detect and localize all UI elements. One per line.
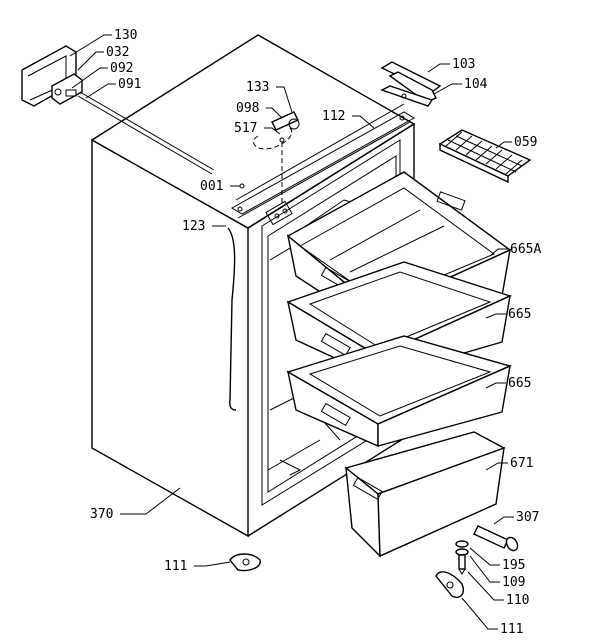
label-123: 123 — [182, 219, 205, 234]
foot-111-right — [435, 571, 464, 598]
lamp-housing — [21, 45, 83, 107]
foot-111-left — [229, 553, 261, 572]
label-059: 059 — [514, 135, 537, 150]
label-370: 370 — [90, 507, 113, 522]
label-665-lower: 665 — [508, 376, 531, 391]
drawer-665-lower — [286, 335, 513, 448]
label-112: 112 — [322, 109, 345, 124]
door-handle — [227, 227, 237, 411]
ice-tray — [438, 129, 532, 184]
label-104: 104 — [464, 77, 488, 92]
label-130: 130 — [114, 28, 137, 43]
part-labels: 130 032 092 091 103 104 133 098 517 112 … — [90, 28, 541, 637]
tube-307 — [473, 525, 519, 552]
label-111-right: 111 — [500, 622, 523, 637]
label-195: 195 — [502, 558, 525, 573]
label-665-upper: 665 — [508, 307, 531, 322]
rod-091 — [77, 91, 215, 175]
drawer-671 — [344, 431, 506, 558]
label-517: 517 — [234, 121, 257, 136]
hinge-pin-assembly — [455, 540, 469, 575]
hinge-104 — [380, 85, 434, 107]
label-091: 091 — [118, 77, 141, 92]
label-110: 110 — [506, 593, 529, 608]
label-665A: 665A — [510, 242, 541, 257]
label-307: 307 — [516, 510, 539, 525]
leader-lines — [69, 34, 514, 630]
label-671: 671 — [510, 456, 533, 471]
label-103: 103 — [452, 57, 475, 72]
label-092: 092 — [110, 61, 133, 76]
label-109: 109 — [502, 575, 525, 590]
label-111-left: 111 — [164, 559, 187, 574]
label-098: 098 — [236, 101, 259, 116]
label-032: 032 — [106, 45, 129, 60]
label-001: 001 — [200, 179, 223, 194]
label-133: 133 — [246, 80, 269, 95]
thermostat-assembly — [253, 111, 300, 208]
